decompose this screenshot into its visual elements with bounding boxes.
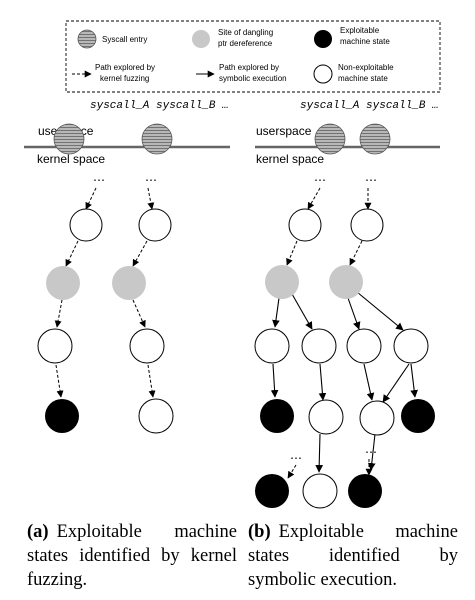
panel-a-exploitable-node xyxy=(45,399,79,433)
panel-b-arrow xyxy=(410,363,418,398)
panel-b-state-node xyxy=(254,328,290,364)
panel-b-arrow xyxy=(315,433,324,473)
panel-b-exploitable-node xyxy=(348,474,382,508)
panel-a-dangling-node xyxy=(112,266,146,300)
panel-b-syscall-a-node xyxy=(314,123,346,155)
panel-b-arrow xyxy=(270,363,279,398)
legend-fuzz-label-2: kernel fuzzing xyxy=(100,74,149,83)
panel-a-syscall-a-node xyxy=(53,123,85,155)
panel-a-arrow xyxy=(54,299,63,328)
panel-a-caption-text: Exploitable machine states identified by… xyxy=(27,522,237,590)
panel-b-arrow xyxy=(356,291,404,331)
panel-a-state-node xyxy=(138,208,172,242)
panel-b-syscall-b-node xyxy=(359,123,391,155)
panel-a-arrow xyxy=(132,299,146,328)
panel-b-state-node xyxy=(288,208,322,242)
legend-symexec-label-2: symbolic execution xyxy=(219,74,287,83)
panel-a-caption: (a)Exploitable machine states identified… xyxy=(27,520,237,592)
legend-exploitable-icon xyxy=(314,30,332,48)
panel-a-arrow xyxy=(147,364,156,398)
panel-b-non-exploitable-node xyxy=(302,473,338,509)
legend-exploitable-label-1: Exploitable xyxy=(340,26,380,35)
panel-b-caption-tag: (b) xyxy=(248,522,271,542)
panel-b-caption-text: Exploitable machine states identified by… xyxy=(248,522,458,590)
panel-b-exploitable-node xyxy=(260,399,294,433)
panel-a-ellipsis-b: ⋯ xyxy=(145,173,157,187)
panel-b-exploitable-node xyxy=(401,399,435,433)
panel-b-arrow xyxy=(349,240,363,266)
panel-b-exploitable-node xyxy=(255,474,289,508)
panel-b-ellipsis-d: ⋯ xyxy=(365,445,377,459)
legend-non-exploitable-label-2: machine state xyxy=(338,74,388,83)
panel-b-arrow xyxy=(287,464,297,479)
panel-a-state-node xyxy=(37,328,73,364)
legend-dangling-label-2: ptr dereference xyxy=(218,39,273,48)
panel-b: syscall_A syscall_B … userspace kernel s… xyxy=(254,100,440,509)
panel-b-arrow xyxy=(291,293,313,330)
panel-a-state-node xyxy=(69,208,103,242)
legend-symexec-label-1: Path explored by xyxy=(219,63,279,72)
panel-a-ellipsis-a: ⋯ xyxy=(93,173,105,187)
panel-a-syscall-b-node xyxy=(141,123,173,155)
panel-a-arrow xyxy=(85,187,97,210)
panel-b-syscalls: syscall_A syscall_B … xyxy=(300,100,439,112)
panel-a-non-exploitable-node xyxy=(138,398,174,434)
panel-b-arrow xyxy=(318,363,327,401)
legend-syscall-entry-label: Syscall entry xyxy=(102,35,147,44)
panel-b-ellipsis-c: ⋯ xyxy=(290,451,302,465)
panel-a-arrow xyxy=(132,240,148,267)
panel-a-caption-tag: (a) xyxy=(27,522,49,542)
panel-a-fuzz-paths xyxy=(54,187,156,398)
panel-b-ellipsis-b: ⋯ xyxy=(365,173,377,187)
legend: Syscall entry Site of dangling ptr deref… xyxy=(65,20,441,93)
legend-non-exploitable-label-1: Non-exploitable xyxy=(338,63,394,72)
panel-b-ellipsis-a: ⋯ xyxy=(314,173,326,187)
panel-a: syscall_A syscall_B … userspace kernel s… xyxy=(24,100,230,434)
legend-syscall-entry-icon xyxy=(77,29,97,49)
panel-b-arrow xyxy=(286,240,298,266)
panel-a-kernel-space-label: kernel space xyxy=(37,152,105,166)
panel-a-arrow xyxy=(55,364,64,398)
panel-b-caption: (b)Exploitable machine states identified… xyxy=(248,520,458,592)
panel-a-syscalls: syscall_A syscall_B … xyxy=(90,100,229,112)
panel-b-arrow xyxy=(272,297,280,328)
panel-b-state-node xyxy=(350,208,384,242)
panel-b-kernel-space-label: kernel space xyxy=(256,152,324,166)
legend-dangling-icon xyxy=(192,30,210,48)
legend-non-exploitable-icon xyxy=(313,64,333,84)
panel-b-dangling-node xyxy=(329,265,363,299)
panel-b-arrow xyxy=(367,433,376,471)
diagram: Syscall entry Site of dangling ptr deref… xyxy=(24,20,441,509)
panel-b-state-node xyxy=(308,399,344,435)
legend-fuzz-label-1: Path explored by xyxy=(95,63,155,72)
legend-dangling-label-1: Site of dangling xyxy=(218,28,273,37)
panel-b-userspace-label: userspace xyxy=(256,124,312,138)
legend-exploitable-label-2: machine state xyxy=(340,37,390,46)
panel-b-state-node xyxy=(301,328,337,364)
panel-b-state-node xyxy=(359,400,395,436)
panel-a-arrow xyxy=(65,240,79,267)
panel-b-dangling-node xyxy=(265,265,299,299)
panel-b-symexec-paths xyxy=(270,291,418,473)
panel-a-state-node xyxy=(129,328,165,364)
panel-b-arrow xyxy=(307,187,321,210)
panel-b-state-node xyxy=(346,328,382,364)
panel-b-state-node xyxy=(393,328,429,364)
panel-b-fuzz-paths xyxy=(286,187,373,479)
panel-b-arrow xyxy=(382,363,410,403)
panel-b-arrow xyxy=(363,363,375,401)
panel-a-dangling-node xyxy=(46,266,80,300)
panel-a-arrow xyxy=(147,187,155,210)
legend-border xyxy=(65,20,441,93)
panel-b-arrow xyxy=(347,297,361,330)
